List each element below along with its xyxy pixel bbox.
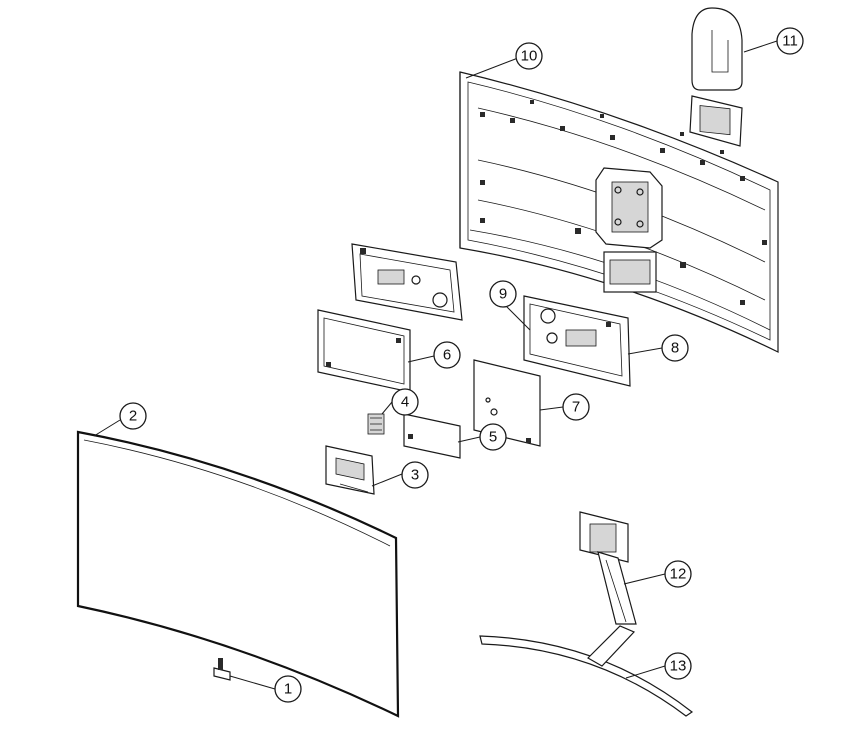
callout-5: 5 [479,423,507,451]
callout-3: 3 [401,461,429,489]
callout-8: 8 [661,334,689,362]
callout-4-label: 4 [401,394,409,411]
callout-2-label: 2 [129,408,137,425]
rear-cover [459,71,779,353]
callout-12-label: 12 [670,566,687,583]
stand-cover [691,7,743,91]
callout-5-label: 5 [489,429,497,446]
callout-1-label: 1 [284,681,292,698]
callout-9: 9 [489,280,517,308]
stand-neck [579,511,637,625]
callout-13: 13 [664,652,692,680]
callout-12: 12 [664,560,692,588]
callout-7: 7 [562,393,590,421]
small-module [367,413,385,435]
callout-6: 6 [433,341,461,369]
bottom-bracket [325,445,375,495]
stand-mount-plate [689,95,743,147]
callout-13-label: 13 [670,658,687,675]
callout-4: 4 [391,388,419,416]
sub-board [403,413,461,459]
front-panel [76,430,400,718]
stand-base [479,625,694,717]
leader-lines [93,40,778,690]
main-board-bracket [351,243,463,321]
callout-2: 2 [119,402,147,430]
callout-3-label: 3 [411,467,419,484]
callout-6-label: 6 [443,347,451,364]
callout-10: 10 [515,42,543,70]
callout-11: 11 [776,27,804,55]
callout-1: 1 [274,675,302,703]
callout-7-label: 7 [572,399,580,416]
callout-9-label: 9 [499,286,507,303]
io-board-bracket [523,295,631,387]
power-board [317,309,411,393]
callout-11-label: 11 [782,33,798,50]
callout-10-label: 10 [521,48,538,65]
callout-8-label: 8 [671,340,679,357]
